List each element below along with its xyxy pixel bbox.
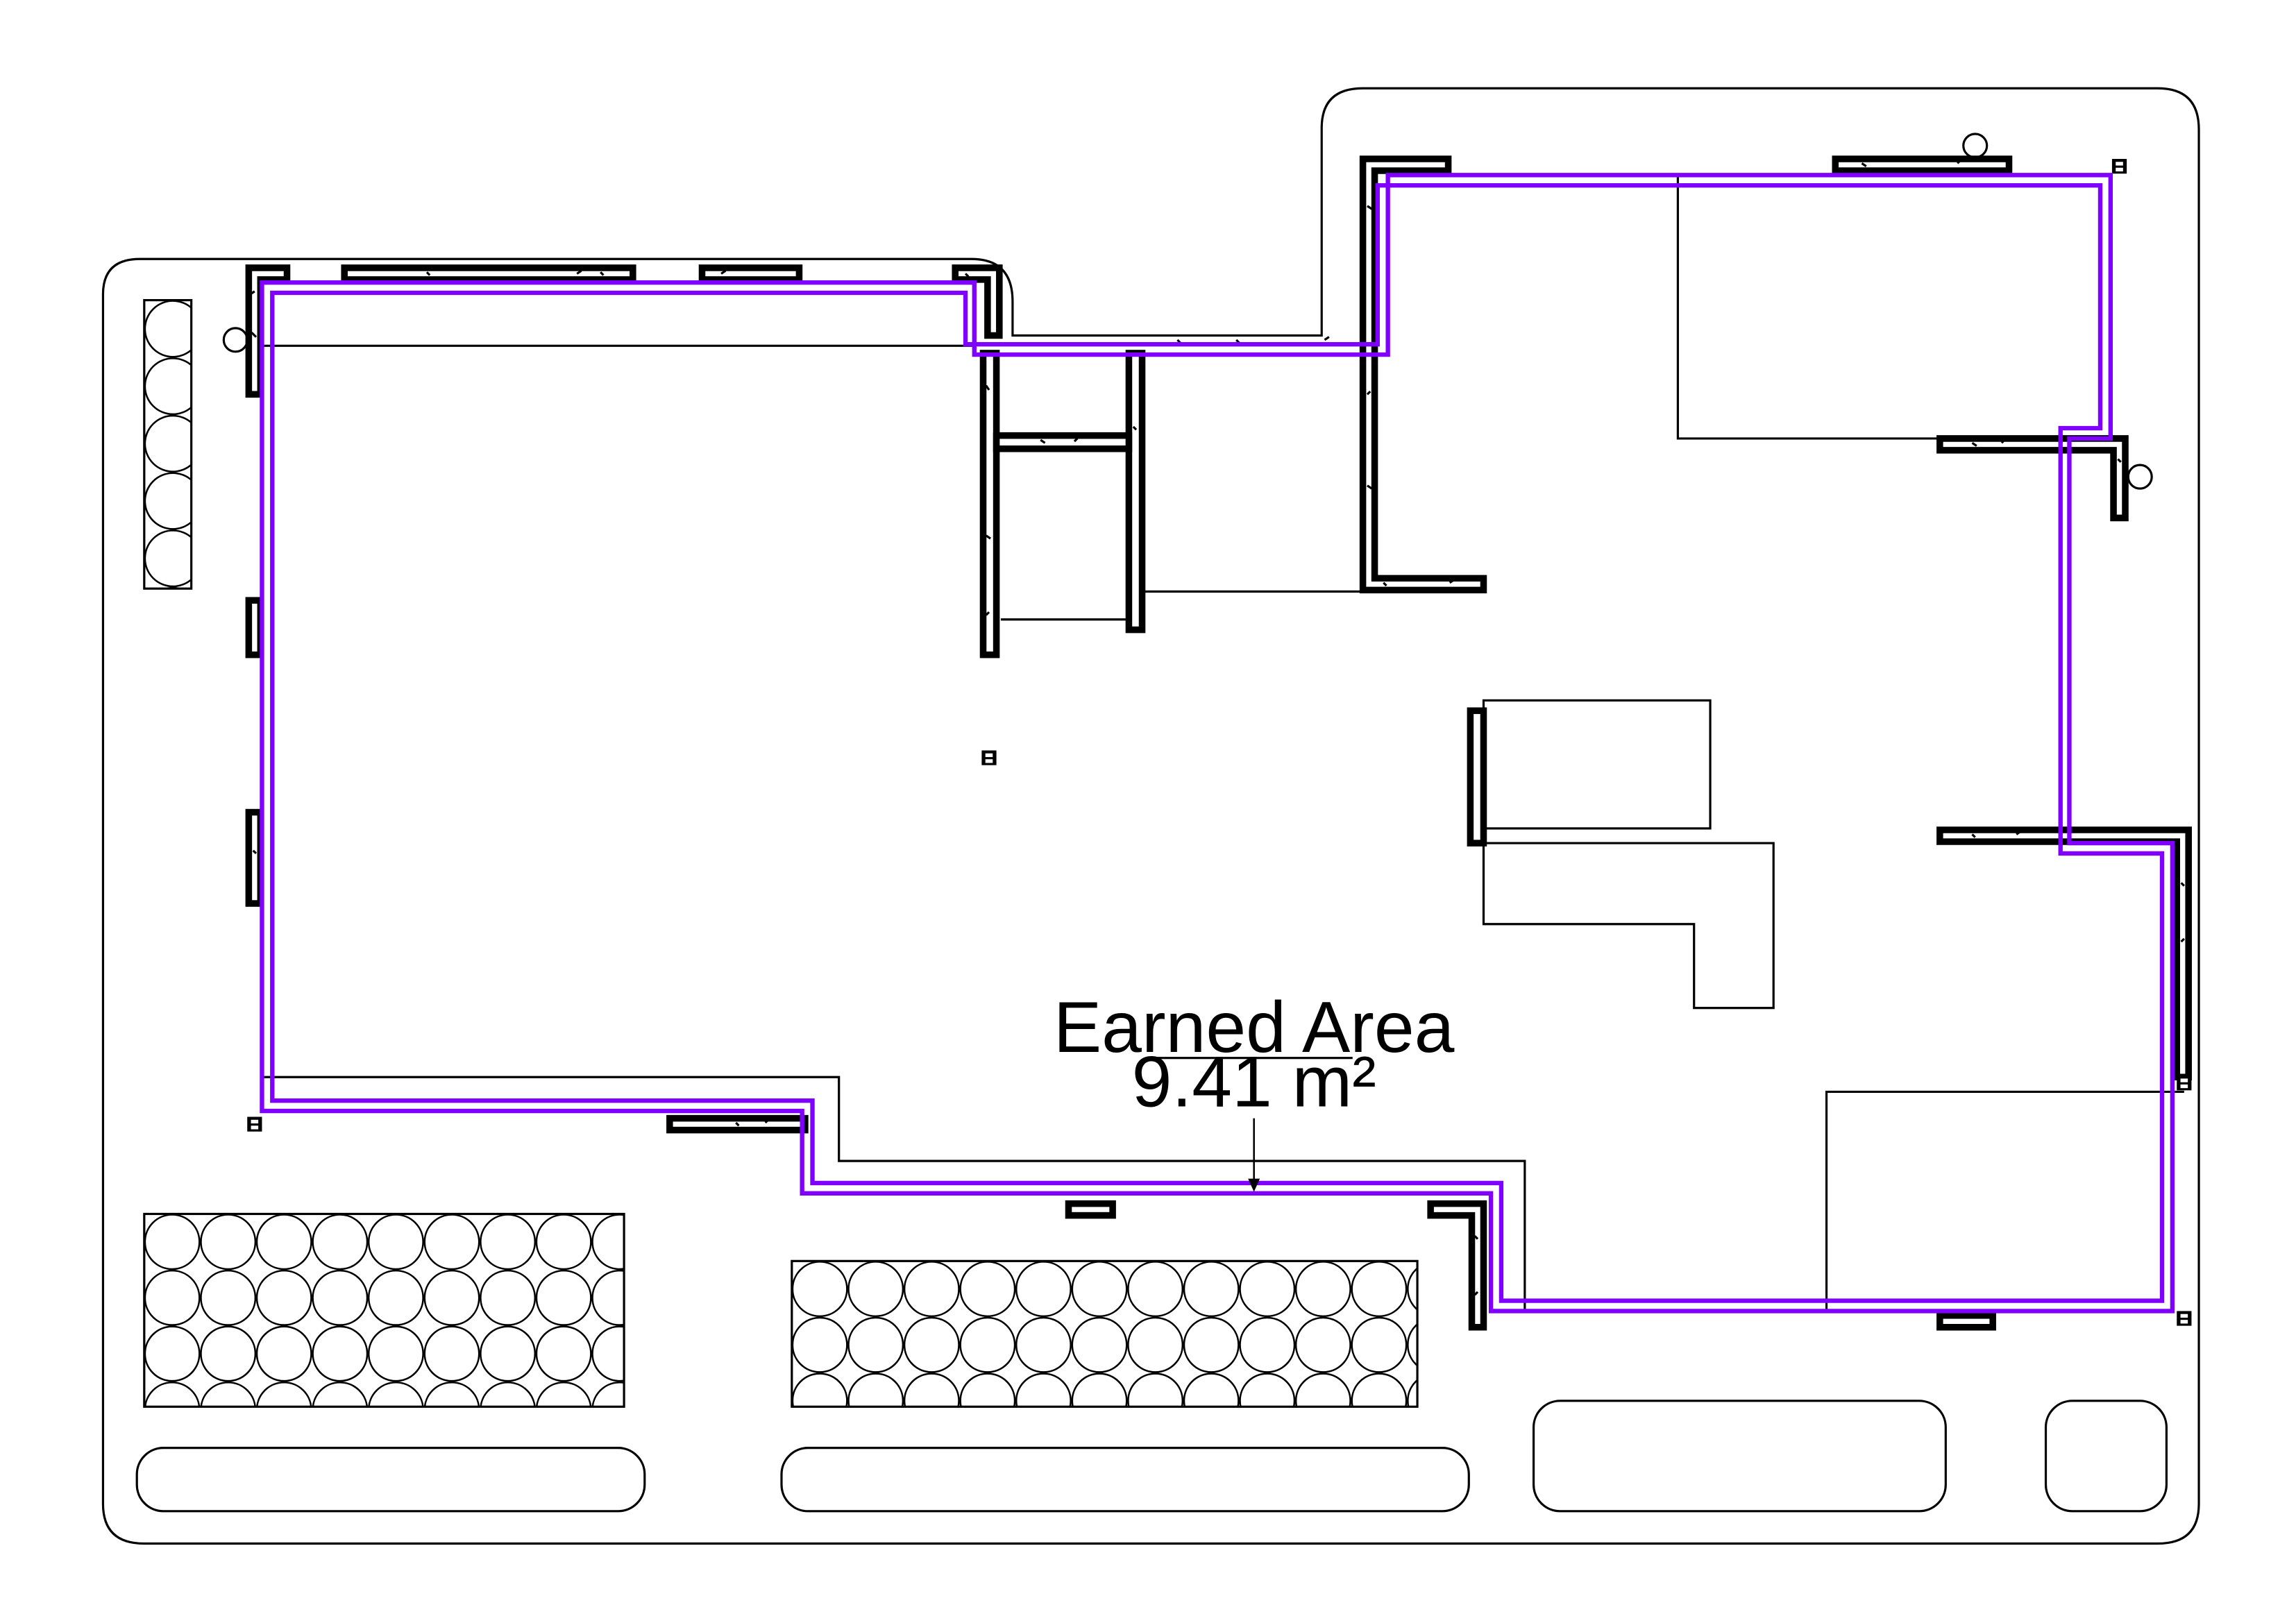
planting-circle [144,1214,201,1271]
earned-area-title: Earned Area [1054,987,1455,1068]
planting-circle [591,1214,625,1271]
planting-circle [144,414,192,473]
planting-circle [1294,1316,1351,1373]
reference-lines [262,176,2184,1310]
planting-circle [1239,1316,1296,1373]
planting-circle [1294,1261,1351,1318]
planting-circle [480,1269,537,1326]
planting-circle [591,1325,625,1382]
planting-circle [200,1325,257,1382]
planting-circle [480,1382,536,1407]
planting-circle [1239,1261,1296,1318]
planting-circle [535,1382,592,1407]
planting-circle [200,1382,256,1407]
planting-circle [1071,1316,1128,1373]
planting-circle [1407,1379,1418,1407]
leader-arrowhead [1248,1178,1260,1192]
planting-circle [1239,1373,1296,1407]
earned-area-value: 9.41 m² [1132,1042,1376,1123]
planting-circle [144,1382,201,1407]
planting-circle [1015,1261,1072,1318]
planting-circle [535,1325,592,1382]
planting-circle [144,1269,201,1326]
planting-circle [791,1316,848,1373]
planting-circle [1127,1261,1184,1318]
planting-circle [367,1269,424,1326]
planting-circle [1351,1316,1408,1373]
planting-circle [312,1325,369,1382]
planting-circle [144,529,192,588]
planting-circle [1183,1261,1240,1318]
planting-circle [1407,1323,1418,1367]
planting-circle [791,1261,848,1318]
planting-circle [1127,1316,1184,1373]
planting-circle [367,1214,424,1271]
planting-bed-bottom-middle [791,1259,1419,1408]
planting-circle [959,1316,1016,1373]
planting-circle [312,1382,369,1407]
planting-circle [1015,1373,1072,1407]
site-boundary [101,87,2200,1545]
planting-circle [312,1269,369,1326]
planting-circle [1294,1373,1351,1407]
planting-circle [903,1261,960,1318]
planting-circle [1071,1261,1128,1318]
earned-area-boundary [260,173,2175,1314]
landscape-strips [135,1400,2168,1513]
planting-circle [200,1214,257,1271]
planting-circle [312,1214,369,1271]
planting-circle [144,300,192,358]
planting-circle [144,357,192,416]
planting-circle [480,1214,537,1271]
planting-circle [255,1325,312,1382]
service-points [222,133,2153,490]
planting-circle [959,1261,1016,1318]
column-markers [247,159,2192,1326]
planting-circle [535,1269,592,1326]
planting-bed-bottom-left [143,1212,625,1408]
planting-circle [255,1382,312,1407]
planting-circle [423,1325,480,1382]
walls [245,155,2192,1331]
planting-circle [1351,1373,1408,1407]
planting-circle [480,1325,537,1382]
planting-circle [368,1382,424,1407]
planting-circle [1183,1373,1240,1407]
earned-area-annotation: Earned Area 9.41 m² [1054,987,1455,1192]
planting-circle [847,1373,904,1407]
planting-circle [200,1269,257,1326]
planting-circle [591,1382,625,1407]
wall-hatching [249,160,2185,1296]
planting-circle [423,1214,480,1271]
planting-circle [144,1325,201,1382]
planting-circle [423,1382,480,1407]
planting-circle [903,1373,960,1407]
planting-circle [1071,1373,1128,1407]
planting-circle [1015,1316,1072,1373]
planting-circle [847,1316,904,1373]
planting-circle [1127,1373,1184,1407]
planting-circle [903,1316,960,1373]
planting-circle [255,1269,312,1326]
planting-bed-left [143,299,193,590]
planting-circle [1183,1316,1240,1373]
planting-circle [791,1373,848,1407]
planting-circle [163,586,183,589]
planting-circle [423,1269,480,1326]
planting-circle [255,1214,312,1271]
planting-circle [1407,1267,1418,1311]
planting-circle [959,1373,1016,1407]
planting-circle [144,472,192,530]
planting-circle [847,1261,904,1318]
planting-circle [591,1269,625,1326]
planting-circle [535,1214,592,1271]
planting-circle [1351,1261,1408,1318]
planting-circle [367,1325,424,1382]
